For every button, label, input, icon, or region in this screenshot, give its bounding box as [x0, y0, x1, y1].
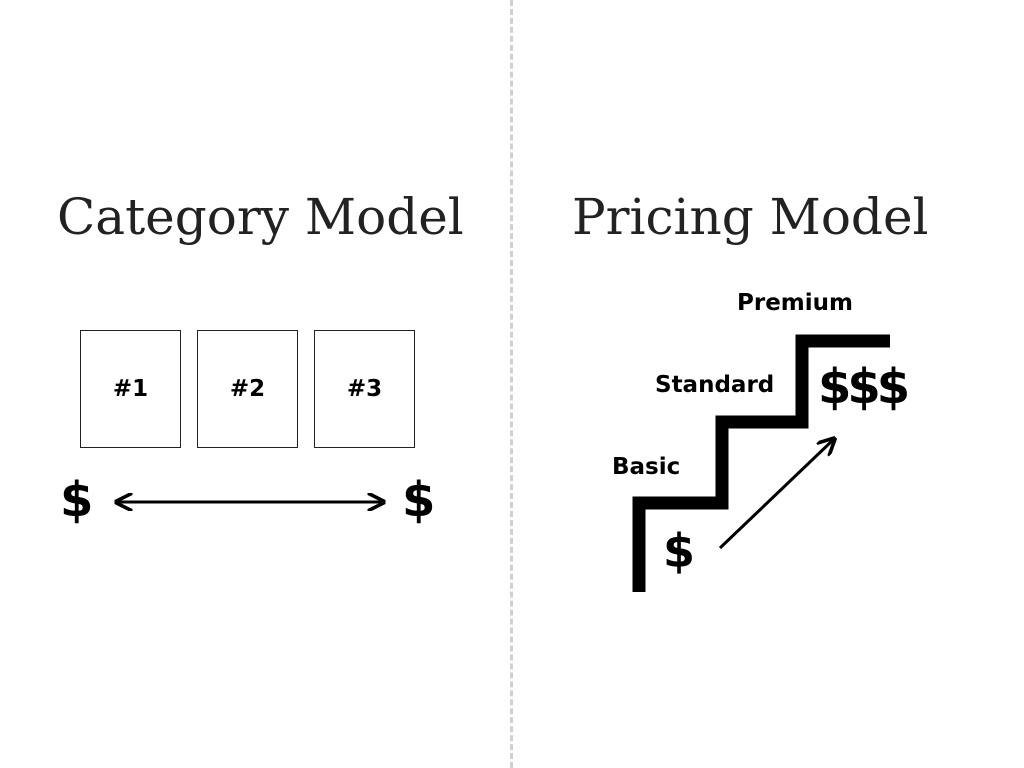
category-model-title: Category Model — [57, 188, 464, 246]
category-box-1-label: #1 — [112, 376, 149, 402]
category-box-3-label: #3 — [346, 376, 383, 402]
staircase-icon — [632, 334, 890, 592]
category-box-3: #3 — [314, 330, 415, 448]
pricing-model-title: Pricing Model — [572, 188, 929, 246]
category-dollar-left: $ — [60, 472, 94, 528]
category-box-2-label: #2 — [229, 376, 266, 402]
category-box-1: #1 — [80, 330, 181, 448]
pricing-dollar-high: $$$ — [818, 359, 910, 415]
category-dollar-right: $ — [402, 472, 436, 528]
tier-label-premium: Premium — [737, 290, 853, 316]
pricing-dollar-low: $ — [663, 524, 696, 578]
category-box-2: #2 — [197, 330, 298, 448]
rising-arrow-icon — [718, 440, 833, 550]
panel-divider — [510, 0, 513, 768]
tier-label-standard: Standard — [655, 372, 775, 398]
tier-label-basic: Basic — [612, 454, 681, 480]
